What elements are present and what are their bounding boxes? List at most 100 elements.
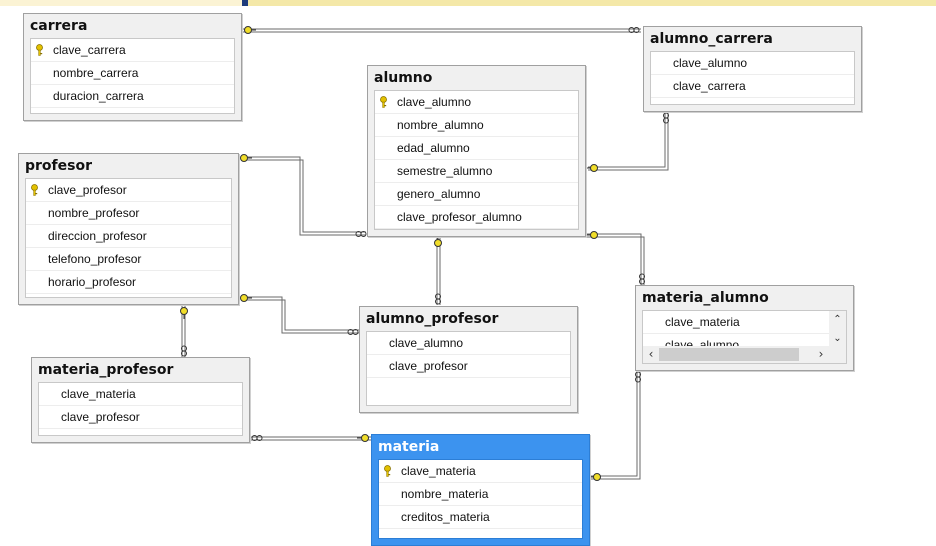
key-icon [384,465,391,477]
column-list: clave_materia clave_alumno ⌃ ⌄ ‹ › [642,310,847,364]
column-name: nombre_materia [401,487,489,501]
column-row[interactable]: nombre_alumno [375,114,578,137]
table-title[interactable]: alumno [374,70,433,86]
column-row[interactable]: clave_materia [39,383,242,406]
column-name: nombre_alumno [397,118,484,132]
column-row[interactable]: clave_alumno [651,52,854,75]
column-row[interactable]: semestre_alumno [375,160,578,183]
scroll-right-icon[interactable]: › [818,347,824,361]
key-endpoint-icon [244,26,256,34]
horizontal-scrollbar[interactable]: ‹ › [643,346,829,363]
column-row[interactable]: clave_alumno [367,332,570,355]
column-row[interactable]: clave_materia [379,460,582,483]
rel-carrera-alumno-carrera [242,28,641,33]
column-row[interactable]: direccion_profesor [26,225,231,248]
column-name: clave_alumno [673,56,748,70]
table-title[interactable]: materia_alumno [642,290,769,306]
table-alumno-profesor[interactable]: alumno_profesor clave_alumno clave_profe… [359,306,578,413]
key-icon [380,96,387,108]
column-list: clave_alumno clave_carrera [650,51,855,105]
column-name: edad_alumno [397,141,470,155]
table-carrera[interactable]: carrera clave_carrera nombre_carrera dur… [23,13,242,121]
table-profesor[interactable]: profesor clave_profesor nombre_profesor … [18,153,239,305]
key-icon [31,184,38,196]
toolbar-strip-highlight [242,0,936,6]
scroll-down-icon[interactable]: ⌄ [833,333,842,344]
column-list: clave_alumno clave_profesor [366,331,571,406]
column-name: direccion_profesor [48,229,147,243]
column-name: clave_profesor [61,410,140,424]
table-materia-profesor[interactable]: materia_profesor clave_materia clave_pro… [31,357,250,443]
column-row[interactable]: clave_profesor [39,406,242,429]
scroll-thumb[interactable] [659,348,799,361]
column-row[interactable]: telefono_profesor [26,248,231,271]
key-icon [36,44,43,56]
column-list: clave_materia clave_profesor [38,382,243,436]
key-endpoint-icon [589,473,601,481]
column-name: duracion_carrera [53,89,144,103]
column-list: clave_profesor nombre_profesor direccion… [25,178,232,298]
column-row[interactable]: clave_profesor [367,355,570,378]
rel-profesor-alumno-profesor [241,296,360,334]
scroll-left-icon[interactable]: ‹ [648,347,654,361]
table-title[interactable]: materia [378,439,440,455]
key-endpoint-icon [180,307,188,319]
table-materia-alumno[interactable]: materia_alumno clave_materia clave_alumn… [635,285,854,371]
column-name: nombre_profesor [48,206,140,220]
rel-profesor-alumno [241,156,366,236]
table-title[interactable]: materia_profesor [38,362,174,378]
column-row[interactable]: nombre_carrera [31,62,234,85]
column-row[interactable]: clave_profesor_alumno [375,206,578,229]
column-name: clave_carrera [53,43,126,57]
infinity-endpoint-icon [435,293,441,305]
table-alumno[interactable]: alumno clave_alumno nombre_alumno edad_a… [367,65,586,237]
rel-alumno-alumno-profesor [436,237,441,305]
key-endpoint-icon [357,434,369,442]
column-row[interactable]: nombre_materia [379,483,582,506]
table-materia[interactable]: materia clave_materia nombre_materia cre… [371,434,590,546]
toolbar-strip-marker [242,0,248,6]
column-name: semestre_alumno [397,164,493,178]
vertical-scrollbar[interactable]: ⌃ ⌄ [829,311,846,346]
table-title[interactable]: carrera [30,18,88,34]
column-name: clave_profesor_alumno [397,210,522,224]
table-title[interactable]: profesor [25,158,92,174]
column-name: clave_carrera [673,79,746,93]
infinity-endpoint-icon [181,345,187,357]
toolbar-strip [0,0,936,6]
column-row[interactable]: edad_alumno [375,137,578,160]
scroll-up-icon[interactable]: ⌃ [833,314,842,325]
rel-alumno-carrera-alumno [588,112,669,171]
column-row[interactable]: clave_profesor [26,179,231,202]
table-alumno-carrera[interactable]: alumno_carrera clave_alumno clave_carrer… [643,26,862,112]
infinity-endpoint-icon [639,273,645,285]
infinity-endpoint-icon [663,112,669,124]
column-name: nombre_carrera [53,66,139,80]
column-name: clave_materia [665,315,740,329]
infinity-endpoint-icon [251,435,263,441]
key-endpoint-icon [240,294,252,302]
column-name: genero_alumno [397,187,481,201]
column-row[interactable]: horario_profesor [26,271,231,294]
infinity-endpoint-icon [635,371,641,383]
column-row[interactable]: creditos_materia [379,506,582,529]
infinity-endpoint-icon [628,27,640,33]
key-endpoint-icon [240,154,252,162]
column-row[interactable]: clave_carrera [651,75,854,98]
column-row[interactable]: genero_alumno [375,183,578,206]
column-row[interactable]: duracion_carrera [31,85,234,108]
key-endpoint-icon [586,164,598,172]
column-list: clave_carrera nombre_carrera duracion_ca… [30,38,235,114]
table-title[interactable]: alumno_profesor [366,311,499,327]
column-row[interactable]: nombre_profesor [26,202,231,225]
table-title[interactable]: alumno_carrera [650,31,773,47]
column-row[interactable]: clave_materia [643,311,846,334]
column-list: clave_materia nombre_materia creditos_ma… [378,459,583,539]
column-name: clave_profesor [389,359,468,373]
column-name: clave_profesor [48,183,127,197]
column-name: clave_materia [401,464,476,478]
column-row[interactable]: clave_alumno [375,91,578,114]
column-name: horario_profesor [48,275,137,289]
column-name: clave_materia [61,387,136,401]
column-row[interactable]: clave_carrera [31,39,234,62]
